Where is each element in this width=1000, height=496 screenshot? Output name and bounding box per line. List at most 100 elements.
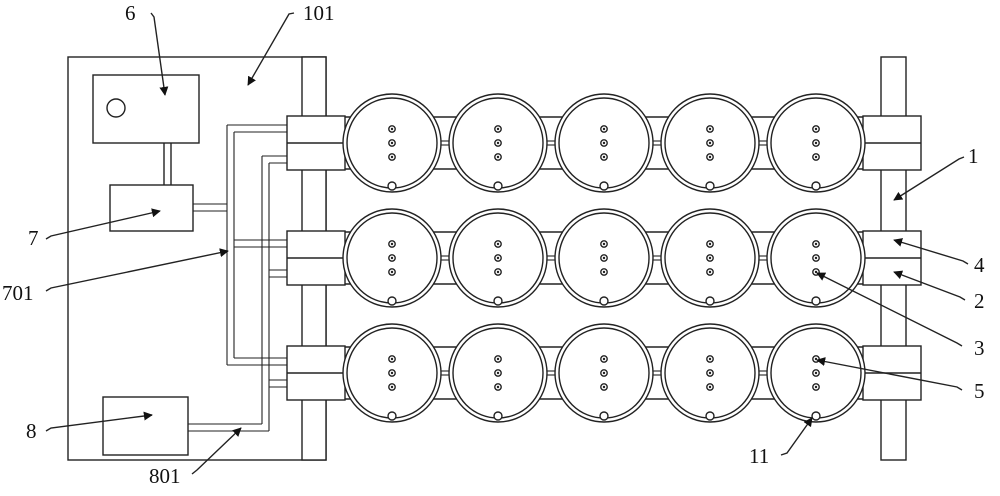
drum-outlet xyxy=(387,181,397,191)
drum-hole-center xyxy=(496,127,500,131)
label-3: 3 xyxy=(974,336,985,360)
drum-hole-center xyxy=(390,155,394,159)
label-8: 8 xyxy=(26,419,37,443)
label-1: 1 xyxy=(968,144,979,168)
drum-hole xyxy=(600,139,608,147)
drum-hole xyxy=(706,268,714,276)
drum-hole-center xyxy=(708,242,712,246)
drum-outlet xyxy=(705,296,715,306)
drum-hole xyxy=(388,254,396,262)
drum-row-1 xyxy=(286,93,922,193)
drum-hole-center xyxy=(602,385,606,389)
label-5: 5 xyxy=(974,379,985,403)
pipe-701 xyxy=(193,124,287,366)
drum-hole xyxy=(494,240,502,248)
drum-hole xyxy=(812,139,820,147)
drum-hole-center xyxy=(602,371,606,375)
drum-hole xyxy=(600,268,608,276)
label-7: 7 xyxy=(28,226,39,250)
component-8-box xyxy=(102,396,189,456)
drum-hole xyxy=(494,125,502,133)
drum-hole-center xyxy=(390,371,394,375)
drum-hole xyxy=(388,153,396,161)
drum-hole xyxy=(388,240,396,248)
drum-hole xyxy=(388,383,396,391)
drum-outlet xyxy=(811,411,821,421)
drum xyxy=(342,323,449,423)
drum-hole-center xyxy=(814,270,818,274)
drum-outlet xyxy=(599,296,609,306)
drum-hole-center xyxy=(496,385,500,389)
drum-hole xyxy=(706,240,714,248)
drum-hole-center xyxy=(708,371,712,375)
drum-hole-center xyxy=(390,270,394,274)
drum-outlet xyxy=(493,411,503,421)
drum xyxy=(554,323,661,423)
drum-hole-center xyxy=(708,141,712,145)
drum-hole-center xyxy=(708,357,712,361)
drum-hole-center xyxy=(496,256,500,260)
drum xyxy=(766,93,866,193)
component-7-box xyxy=(109,184,194,232)
drum-hole xyxy=(388,139,396,147)
drum-hole xyxy=(706,139,714,147)
drum-hole xyxy=(600,240,608,248)
drum-hole-center xyxy=(602,127,606,131)
drum-hole-center xyxy=(814,371,818,375)
drum-hole-center xyxy=(814,127,818,131)
drum-hole xyxy=(494,369,502,377)
drum-hole xyxy=(706,355,714,363)
drum-outlet xyxy=(493,181,503,191)
drum xyxy=(554,93,661,193)
drum-hole-center xyxy=(708,127,712,131)
drum-hole-center xyxy=(602,141,606,145)
drum-hole-center xyxy=(390,256,394,260)
drum-hole-center xyxy=(390,242,394,246)
drum-hole xyxy=(812,240,820,248)
indicator-circle-icon xyxy=(106,98,126,118)
drum-hole-center xyxy=(496,357,500,361)
drum-rows xyxy=(286,93,922,423)
drum-hole xyxy=(494,268,502,276)
label-101: 101 xyxy=(303,1,335,25)
component-6-box xyxy=(92,74,200,144)
drum-hole-center xyxy=(708,256,712,260)
drum xyxy=(448,93,555,193)
drum-hole-center xyxy=(390,141,394,145)
drum-outlet xyxy=(811,181,821,191)
drum-hole xyxy=(706,153,714,161)
drum-outlet xyxy=(599,181,609,191)
drum-hole xyxy=(706,254,714,262)
drum xyxy=(448,208,555,308)
drum-hole xyxy=(600,254,608,262)
drum-hole xyxy=(600,153,608,161)
label-4: 4 xyxy=(974,253,985,277)
drum-outlet xyxy=(705,181,715,191)
drum xyxy=(766,208,866,308)
drum-hole-center xyxy=(708,155,712,159)
drum-hole xyxy=(706,125,714,133)
drum-hole xyxy=(706,369,714,377)
drum-hole-center xyxy=(814,385,818,389)
drum-hole xyxy=(494,355,502,363)
drum-hole-center xyxy=(496,141,500,145)
drum-hole xyxy=(494,139,502,147)
drum-hole xyxy=(812,383,820,391)
drum-hole xyxy=(600,369,608,377)
drum-hole-center xyxy=(602,270,606,274)
drum-hole-center xyxy=(602,357,606,361)
drum-hole xyxy=(706,383,714,391)
pipe-801 xyxy=(188,155,287,432)
drum-hole-center xyxy=(814,256,818,260)
label-6: 6 xyxy=(125,1,136,25)
drum-hole xyxy=(494,254,502,262)
drum-hole-center xyxy=(496,270,500,274)
drum-row-3 xyxy=(286,323,922,423)
drum-hole xyxy=(600,125,608,133)
drum-hole xyxy=(812,369,820,377)
label-701: 701 xyxy=(2,281,34,305)
drum-outlet xyxy=(599,411,609,421)
drum-hole-center xyxy=(814,357,818,361)
drum-outlet xyxy=(705,411,715,421)
